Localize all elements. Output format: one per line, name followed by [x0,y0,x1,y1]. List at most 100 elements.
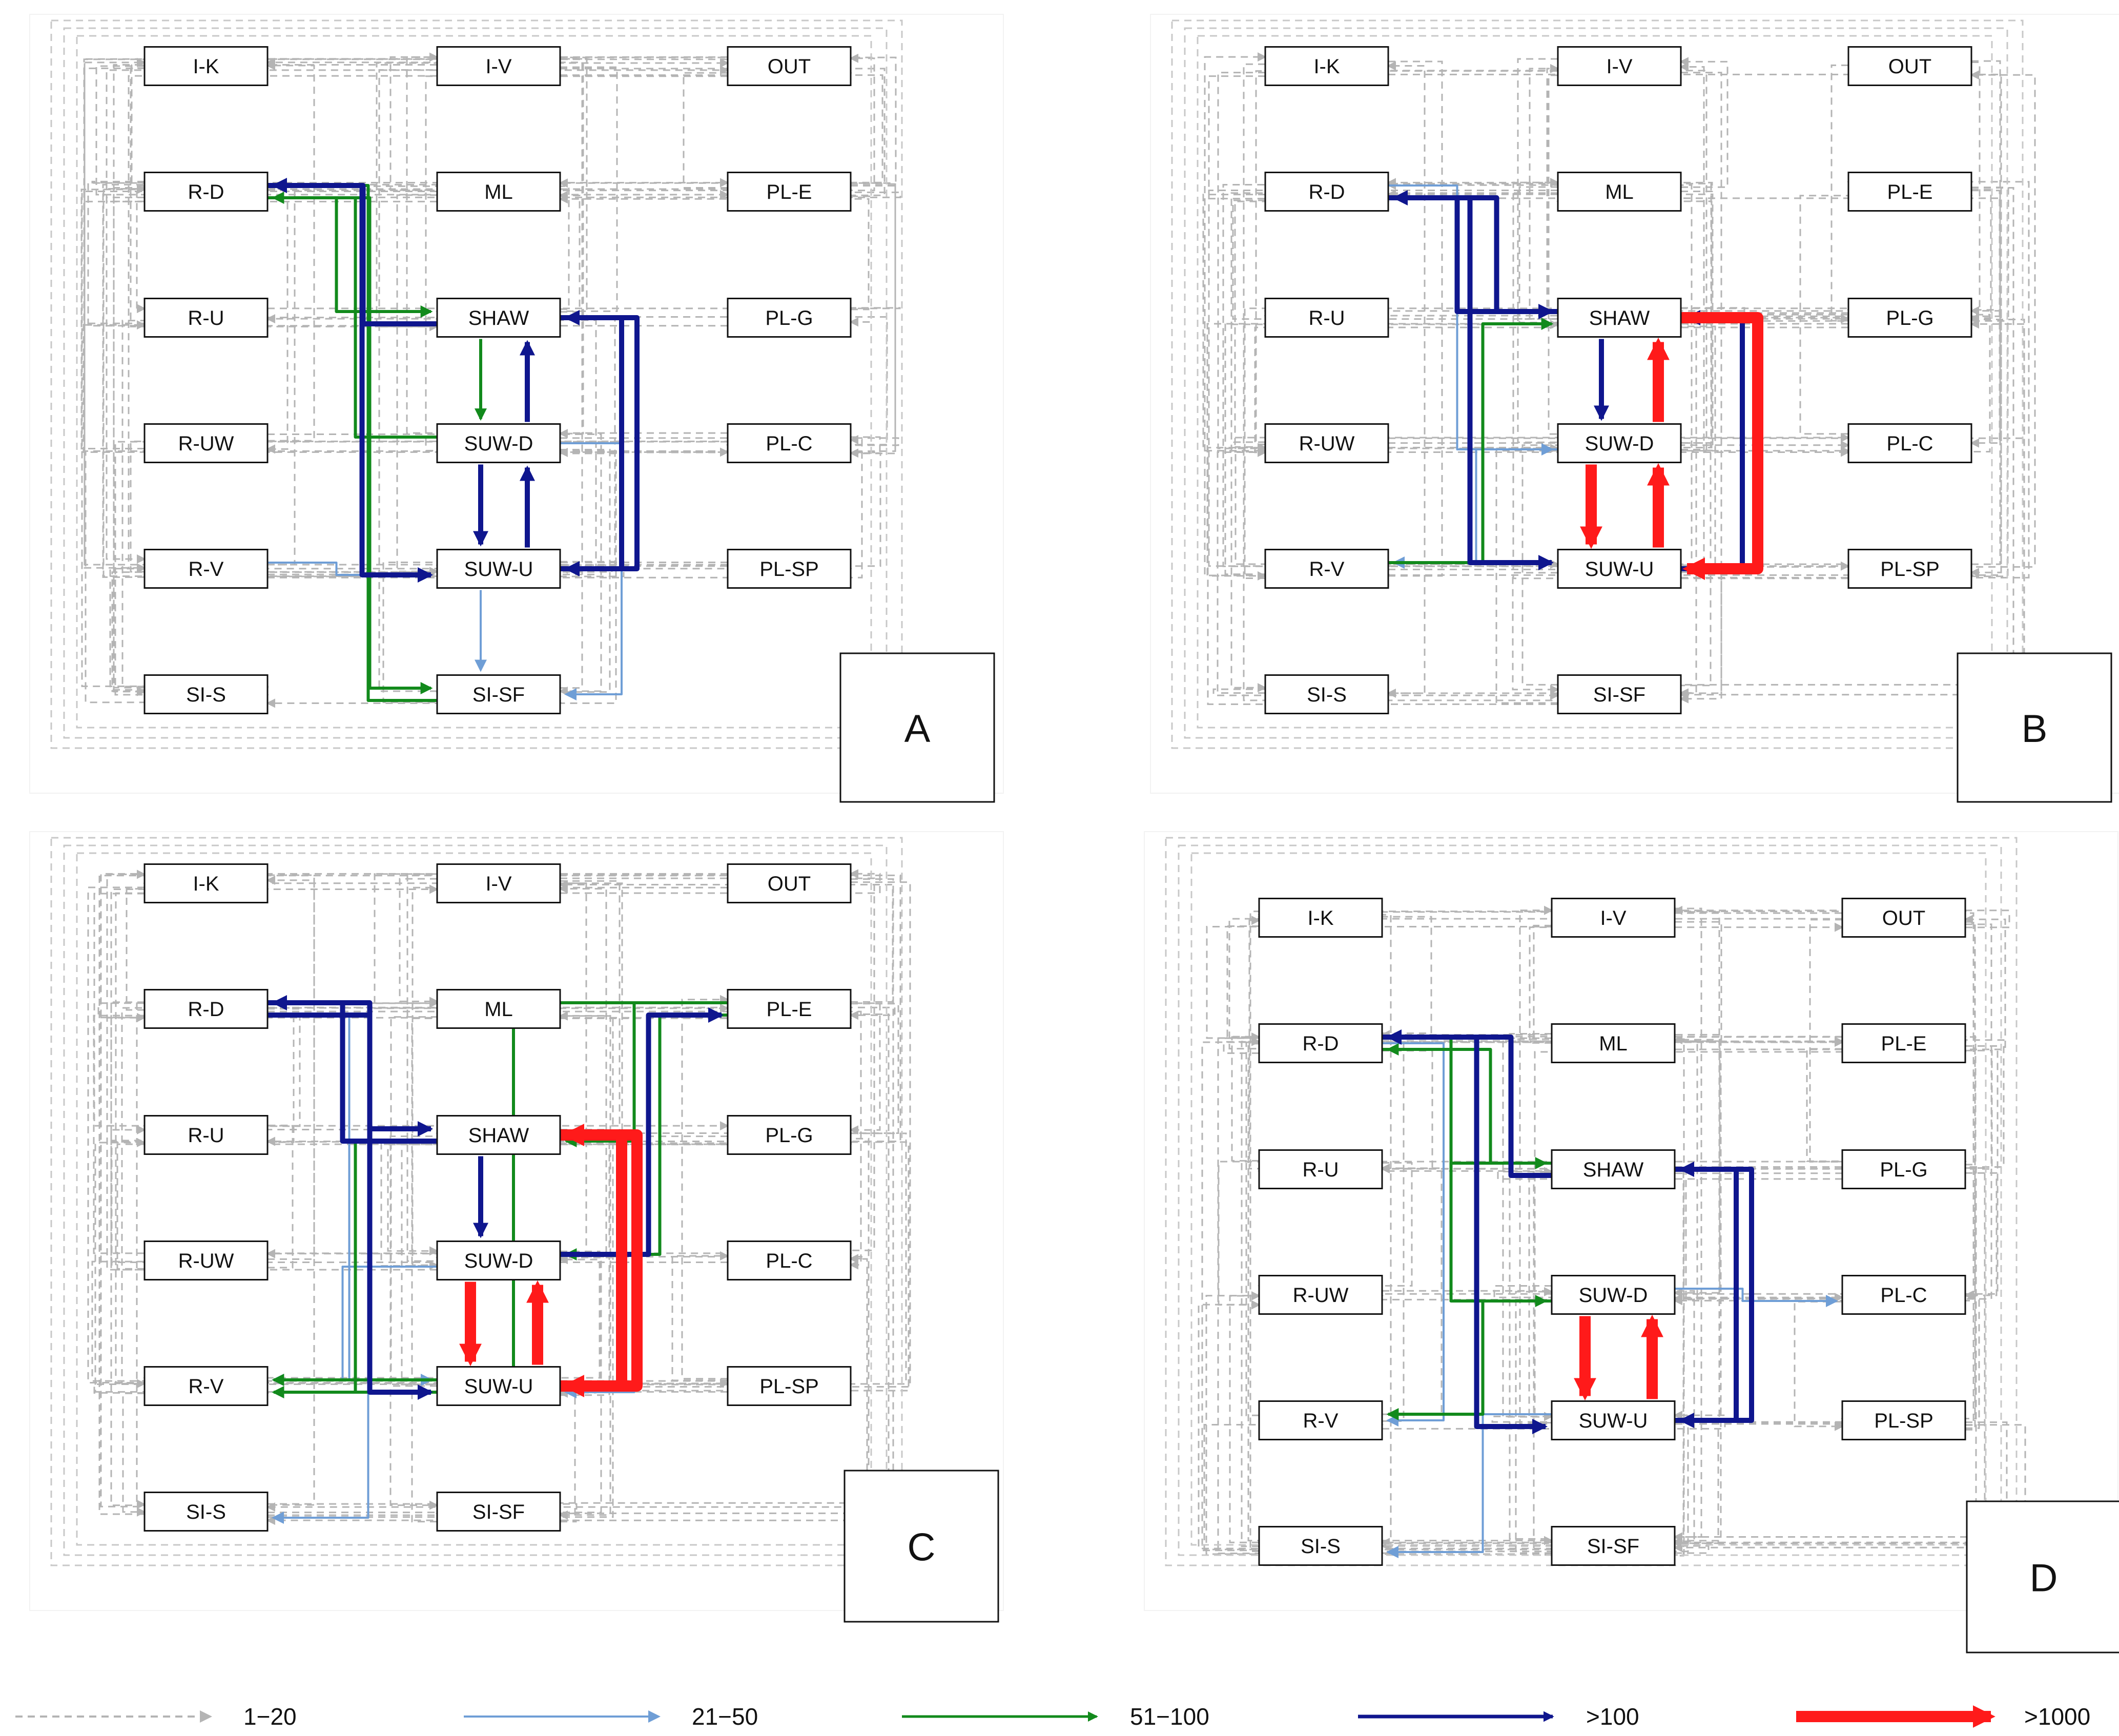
node-label: SHAW [468,1124,529,1147]
major-flows [1388,184,1763,580]
node-box [1264,172,1389,212]
flow-edge-minor [1178,844,2002,1556]
panel-letter-text: C [908,1526,936,1569]
flow-edge-minor [143,561,625,582]
node-box [727,549,852,589]
panel-letter-box [1966,1500,2119,1654]
node-pl-e: PL-E [727,172,852,212]
node-pl-e: PL-E [1847,172,1972,212]
node-r-u: R-U [143,298,269,338]
flow-edge-minor [1529,68,1559,329]
flow-edge-minor [143,874,315,1510]
flow-edge-minor [266,197,289,454]
node-label: ML [1605,181,1634,203]
flow-edge-minor [1165,837,2018,1566]
node-box [1847,172,1972,212]
flow-edge-minor [1806,1048,1967,1166]
flow-edge-minor [63,844,888,1556]
node-suw-d: SUW-D [1551,1275,1676,1315]
node-box [1264,674,1389,714]
node-label: I-K [1307,907,1333,929]
node-box [1264,423,1389,463]
node-label: SI-S [186,1501,226,1523]
node-label: R-D [1302,1032,1339,1055]
flow-edge-minor [128,75,437,573]
flow-edge-shaw-to-suw-u [560,315,640,576]
flow-edge-minor [1258,1045,1999,1299]
flow-edge-minor [1556,319,2025,690]
node-label: SUW-D [1585,432,1654,455]
node-box [1841,1149,1966,1189]
panel-letter: C [844,1470,999,1623]
node-label: I-V [1606,55,1632,78]
node-label: SUW-D [464,432,533,455]
node-box [436,1241,561,1280]
node-label: R-UW [1293,1284,1349,1307]
node-i-k: I-K [1258,898,1383,938]
node-si-s: SI-S [1264,674,1389,714]
flow-edge-minor [110,1001,562,1147]
node-label: PL-G [1886,307,1933,329]
flow-edge-minor [396,194,439,576]
node-pl-c: PL-C [1841,1275,1966,1315]
flow-edge-minor [1381,1541,1710,1554]
node-box [1264,46,1389,86]
legend-item-1-20: 1−20 [15,1703,297,1730]
legend-item-51-100: 51−100 [902,1703,1209,1730]
node-shaw: SHAW [1557,298,1682,338]
node-box [727,423,852,463]
panel-frame [29,14,1004,794]
legend-item-100: >100 [1358,1703,1639,1730]
node-label: I-V [485,55,511,78]
node-box [1841,1275,1966,1315]
node-label: PL-G [765,307,813,329]
node-label: PL-C [766,432,812,455]
node-box [1264,298,1389,338]
flow-edge-minor [1533,924,1844,1046]
node-label: SI-S [186,684,226,706]
node-box [1551,1400,1676,1440]
flow-edge-minor [1387,61,1426,694]
flow-edge-minor [559,1015,611,1520]
flow-edge-minor [1171,19,2024,749]
node-box [1557,674,1682,714]
flow-edge-minor [1226,925,1967,1042]
flow-edge-minor [266,60,315,442]
node-label: OUT [1882,907,1925,929]
node-si-sf: SI-SF [436,674,561,714]
flow-edge-minor [1184,27,2008,739]
flow-edge-minor [436,448,611,697]
node-box [143,1366,269,1406]
node-label: OUT [1888,55,1931,78]
node-box [143,1115,269,1155]
flow-edge-minor [1521,440,1850,686]
flow-edge-minor [1249,906,1967,1552]
flow-edge-minor [683,68,852,189]
legend-label: >100 [1586,1703,1639,1730]
flow-edge-minor [143,1121,294,1269]
flow-edge-minor [559,191,581,313]
node-r-v: R-V [1258,1400,1383,1440]
node-box [436,1115,561,1155]
flow-edge-minor [389,1135,728,1510]
node-label: R-V [1303,1410,1339,1432]
flow-edge-r-d-to-shaw [268,1012,434,1136]
flow-edge-minor [268,433,602,696]
node-suw-u: SUW-U [1557,549,1682,589]
node-label: R-UW [178,1250,234,1272]
flow-edge-minor [268,53,875,192]
flow-edge-minor [1673,921,1722,1045]
legend-label: 21−50 [692,1703,758,1730]
flow-edge-minor [1241,1037,1261,1547]
flow-edge-minor [268,435,863,578]
flow-edge-minor [268,1010,862,1270]
flow-edge-minor [122,1392,146,1517]
node-pl-c: PL-C [1847,423,1972,463]
flow-edge-minor [1550,1166,1684,1561]
flow-edge-minor [1673,1424,2026,1548]
flow-edge-minor [1679,187,2009,321]
node-box [143,46,269,86]
